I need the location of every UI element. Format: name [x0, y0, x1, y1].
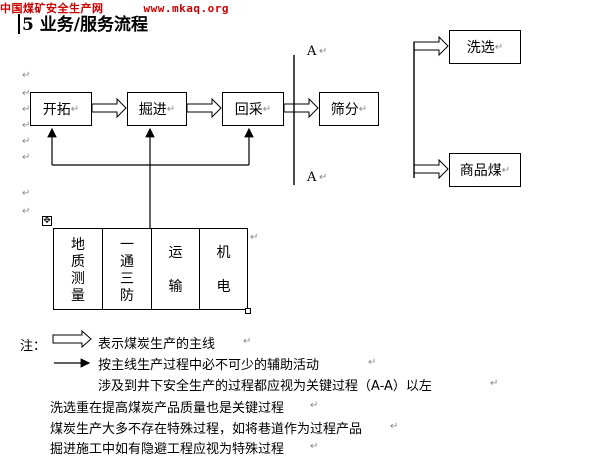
paragraph-mark: ↵ [70, 103, 80, 115]
paragraph-mark: ↵ [166, 103, 176, 115]
process-label: 开拓 [42, 102, 71, 118]
note-line-2: 煤炭生产大多不存在特殊过程，如将巷道作为过程产品 [50, 422, 363, 437]
paragraph-mark: ↵ [490, 378, 499, 389]
main-line-arrows [52, 35, 449, 349]
paragraph-mark: ↵ [310, 441, 319, 452]
notes-prefix: 注： [20, 339, 47, 354]
key-process-text: 涉及到井下安全生产的过程都应视为关键过程（A-A）以左 [98, 379, 432, 394]
process-box-shaifen[interactable]: 筛分↵ [319, 92, 379, 126]
note-line-3: 掘进施工中如有隐避工程应视为特殊过程 [50, 442, 285, 457]
paragraph-mark: ↵ [494, 41, 504, 53]
paragraph-mark: ↵ [22, 88, 31, 99]
support-table: 地 质 测 量 一 通 三 防 运 输 机 电 [53, 228, 248, 310]
process-label: 掘进 [138, 102, 167, 118]
arrow-juejin-to-huicai [186, 97, 222, 119]
output-box-shangpinmei[interactable]: 商品煤↵ [449, 153, 521, 187]
paragraph-mark: ↵ [358, 103, 368, 115]
paragraph-mark: ↵ [22, 136, 31, 147]
output-label: 商品煤 [459, 163, 502, 179]
arrow-kaituo-to-juejin [91, 97, 127, 119]
note-line-1: 洗选重在提高煤炭产品质量也是关键过程 [50, 401, 285, 416]
cell-text: 地 质 测 量 [71, 237, 85, 304]
table-resize-handle[interactable] [245, 308, 251, 314]
legend-aux-text: 按主线生产过程中必不可少的辅助活动 [98, 358, 320, 373]
paragraph-mark: ↵ [22, 104, 31, 115]
table-cell-electromech[interactable]: 机 电 [200, 229, 247, 309]
paragraph-mark: ↵ [390, 421, 399, 432]
arrow-huicai-to-shaifen [283, 97, 319, 119]
paragraph-mark: ↵ [319, 46, 328, 57]
paragraph-mark: ↵ [250, 232, 259, 243]
arrow-to-xixuan [413, 35, 449, 57]
arrow-to-shangpinmei [413, 158, 449, 180]
paragraph-mark: ↵ [243, 336, 252, 347]
process-label: 回采 [234, 102, 263, 118]
section-label-bottom: A [307, 170, 317, 185]
text-cursor [18, 14, 20, 34]
legend-hollow-arrow [52, 329, 92, 349]
table-cell-ventilation[interactable]: 一 通 三 防 [103, 229, 152, 309]
cell-text: 一 通 三 防 [120, 237, 134, 304]
table-cell-geology[interactable]: 地 质 测 量 [54, 229, 103, 309]
paragraph-mark: ↵ [310, 400, 319, 411]
watermark-site: www.mkaq.org [143, 2, 229, 15]
process-box-juejin[interactable]: 掘进↵ [127, 92, 187, 126]
legend-main-text: 表示煤炭生产的主线 [98, 337, 216, 352]
paragraph-mark: ↵ [22, 188, 31, 199]
watermark-org: 中国煤矿安全生产网 [0, 2, 104, 15]
paragraph-mark: ↵ [22, 70, 31, 81]
paragraph-mark: ↵ [22, 206, 31, 217]
section-heading[interactable]: 5 业务/服务流程 [22, 15, 148, 35]
output-label: 洗选 [466, 40, 495, 56]
process-box-huicai[interactable]: 回采↵ [222, 92, 284, 126]
paragraph-mark: ↵ [262, 103, 272, 115]
cell-text: 运 输 [168, 245, 183, 295]
paragraph-mark: ↵ [319, 172, 328, 183]
paragraph-mark: ↵ [22, 152, 31, 163]
paragraph-mark: ↵ [501, 164, 511, 176]
site-watermark: 中国煤矿安全生产网 www.mkaq.org [0, 0, 229, 16]
process-label: 筛分 [330, 102, 359, 118]
process-box-kaituo[interactable]: 开拓↵ [30, 92, 92, 126]
aux-support-lines [47, 127, 254, 368]
paragraph-mark: ↵ [22, 120, 31, 131]
table-move-handle[interactable]: ✥ [42, 216, 52, 226]
table-cell-transport[interactable]: 运 输 [152, 229, 200, 309]
section-label-top: A [307, 44, 317, 59]
output-box-xixuan[interactable]: 洗选↵ [449, 30, 521, 64]
cell-text: 机 电 [216, 245, 231, 295]
paragraph-mark: ↵ [368, 357, 377, 368]
